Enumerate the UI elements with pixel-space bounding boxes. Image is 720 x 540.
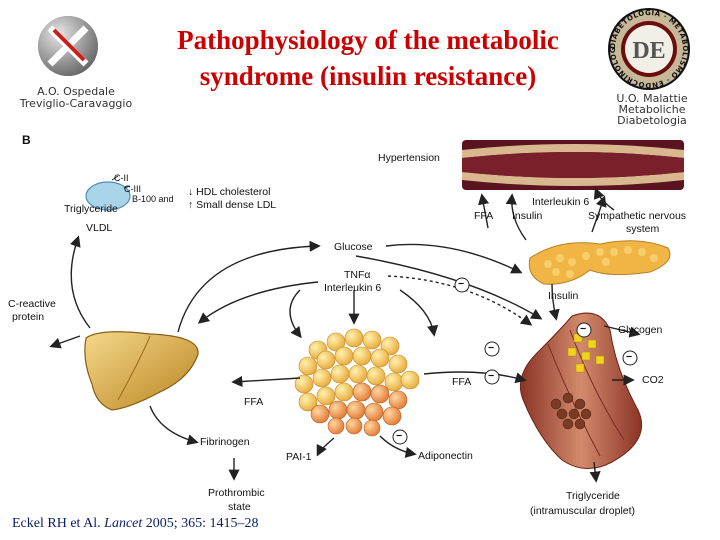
label-ffa-top: FFA (474, 210, 494, 222)
label-c2: C-II (114, 173, 129, 183)
left-org-line1: A.O. Ospedale (37, 85, 115, 98)
adipose-tissue-illustration (294, 328, 420, 437)
title-line1: Pathophysiology of the metabolic (177, 25, 559, 55)
label-interleukin6-top: Interleukin 6 (532, 196, 590, 208)
inhibition-markers (392, 277, 638, 445)
muscle-illustration (520, 312, 643, 469)
label-ffa-right: FFA (452, 376, 472, 388)
label-protein: protein (12, 311, 45, 323)
label-insulin-top: Insulin (512, 210, 543, 222)
page-title: Pathophysiology of the metabolic syndrom… (118, 22, 618, 94)
citation: Eckel RH et Al. Lancet 2005; 365: 1415–2… (12, 516, 259, 532)
right-org-line1: U.O. Malattie (616, 92, 688, 105)
citation-details: 2005; 365: 1415–28 (142, 516, 259, 531)
vldl-particle (85, 175, 131, 211)
citation-journal: Lancet (104, 516, 143, 531)
label-hdl: ↓ HDL cholesterol (188, 186, 271, 198)
label-adiponectin: Adiponectin (418, 450, 473, 462)
label-interleukin6-mid: Interleukin 6 (324, 282, 382, 294)
diabetology-seal-logo: DIABETOLOGIA · METABOLISMO · ENDOCRINOLO… (603, 0, 692, 92)
title-line2: syndrome (insulin resistance) (199, 61, 537, 91)
label-intramuscular: (intramuscular droplet) (530, 505, 636, 517)
minus-sign-4: − (626, 351, 633, 363)
minus-sign-2: − (488, 342, 495, 354)
left-org-line2: Treviglio-Caravaggio (19, 97, 133, 110)
left-hospital-logo (36, 14, 100, 78)
label-triglyceride-vldl: Triglyceride (64, 203, 118, 215)
label-tnf: TNFα (344, 269, 371, 281)
label-fibrinogen: Fibrinogen (200, 436, 250, 448)
pancreas-illustration (528, 240, 671, 285)
minus-sign-1: − (458, 278, 465, 290)
label-ffa-left: FFA (244, 396, 264, 408)
citation-authors: Eckel RH et Al. (12, 516, 105, 531)
label-triglyceride-muscle: Triglyceride (566, 490, 620, 502)
hospital-cross-icon (38, 16, 98, 76)
label-system: system (626, 223, 660, 235)
minus-sign-3: − (488, 370, 495, 382)
label-hypertension: Hypertension (378, 152, 440, 164)
label-sympathetic: Sympathetic nervous (588, 210, 687, 222)
label-b100: B-100 and (132, 194, 174, 204)
seal-icon: DIABETOLOGIA · METABOLISMO · ENDOCRINOLO… (603, 0, 690, 90)
label-state: state (228, 501, 251, 513)
minus-sign-6: − (580, 323, 587, 335)
label-co2: CO2 (642, 374, 664, 386)
blood-vessel-illustration (462, 140, 684, 190)
label-glycogen: Glycogen (618, 324, 663, 336)
svg-text:DE: DE (632, 38, 665, 64)
label-c-reactive: C-reactive (8, 298, 56, 310)
label-glucose: Glucose (334, 241, 373, 253)
minus-sign-5: − (396, 430, 403, 442)
label-vldl: VLDL (86, 222, 113, 234)
label-prothrombic: Prothrombic (208, 487, 265, 499)
right-org-line2: Metaboliche (618, 103, 686, 116)
liver-illustration (84, 331, 199, 411)
panel-letter: B (22, 133, 31, 147)
right-org-line3: Diabetologia (617, 114, 687, 127)
label-insulin-pancreas: Insulin (548, 290, 579, 302)
label-ldl: ↑ Small dense LDL (188, 199, 277, 211)
label-pai1: PAI-1 (286, 451, 312, 463)
label-c3: C-III (124, 184, 141, 194)
